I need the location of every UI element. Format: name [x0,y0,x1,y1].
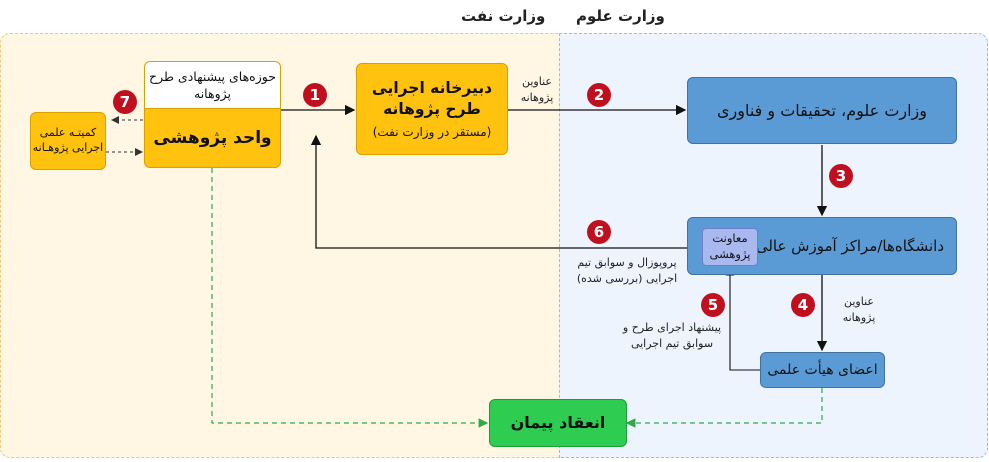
secretariat-box: دبیرخانه اجرایی طرح پژوهانه (مستقر در وز… [356,63,508,155]
committee-box: کمیتـه علمی اجرایی پژوهـانه [30,112,106,170]
arrow-6 [310,134,700,249]
step-badge-2: 2 [587,83,611,107]
arrow-unit-contract [211,168,489,428]
step-badge-1: 1 [303,83,327,107]
label-faculty-proposal: پیشنهاد اجرای طرح و سوابق تیم اجرایی [622,321,722,350]
secretariat-subtitle: (مستقر در وزارت نفت) [372,124,492,139]
ministry-science-box: وزارت علوم، تحقیقات و فناوری [687,77,957,144]
science-ministry-title: وزارت علوم [576,7,665,25]
research-deputy-box: معاونت پژوهشی [702,228,758,266]
secretariat-title: دبیرخانه اجرایی طرح پژوهانه [371,78,493,118]
oil-ministry-title: وزارت نفت [461,7,546,25]
step-badge-5: 5 [701,293,725,317]
label-titles-top: عناوین پژوهانه [520,75,554,104]
step-badge-7: 7 [113,90,137,114]
faculty-box: اعضای هیأت علمی [760,352,885,388]
arrow-5 [725,266,760,371]
label-titles-right: عناوین پژوهانه [842,295,876,324]
step-badge-6: 6 [587,220,611,244]
step-badge-3: 3 [829,164,853,188]
universities-label: دانشگاه‌ها/مراکز آموزش عالی [755,236,944,255]
contract-box: انعقاد پیمان [489,399,627,447]
label-proposal-back: پروپوزال و سوابق تیم اجرایی (بررسی شده) [576,256,678,285]
arrow-faculty-contract [625,388,823,428]
research-unit-box: واحد پژوهشی [144,108,281,168]
step-badge-4: 4 [791,293,815,317]
proposal-areas-box: حوزه‌های پیشنهادی طرح پژوهانه [144,61,281,109]
